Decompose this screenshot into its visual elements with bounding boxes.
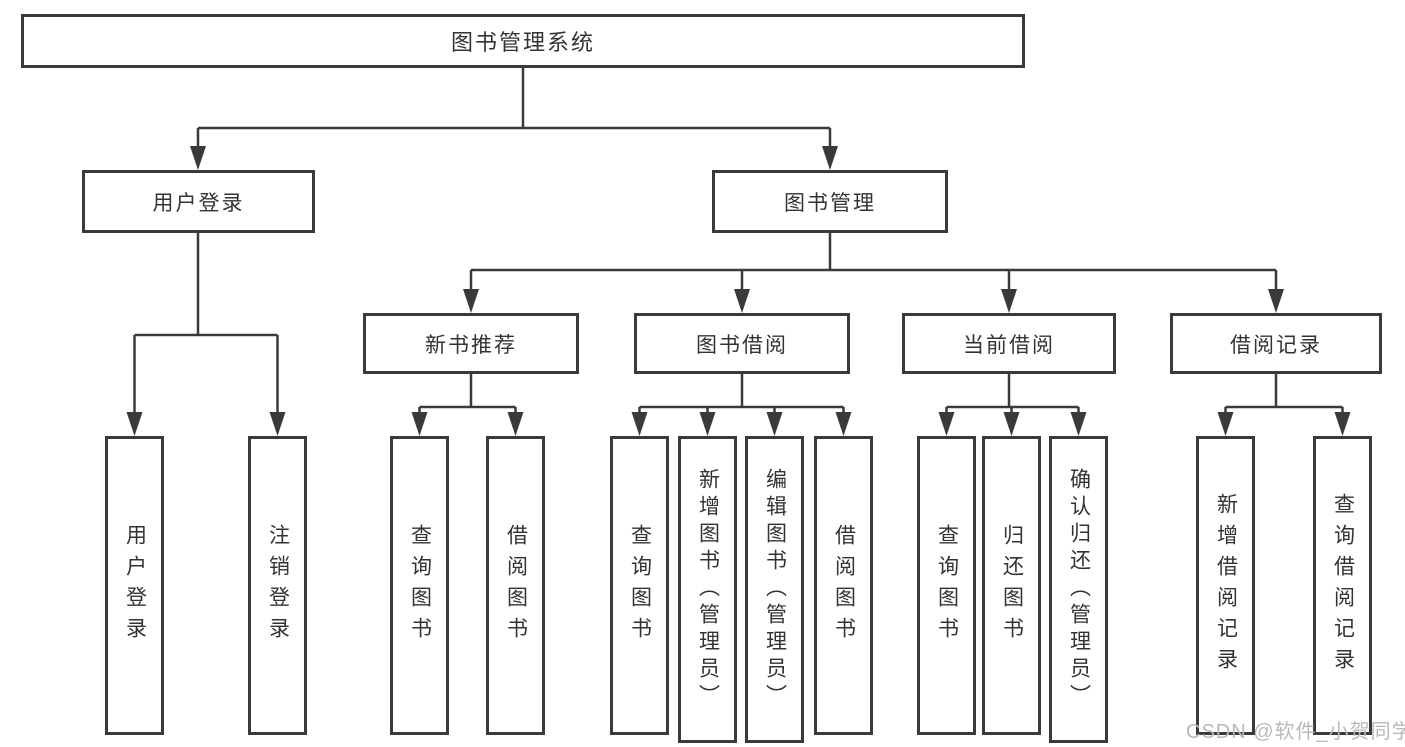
csdn-watermark: CSDN @软件_小贺同学 <box>1186 721 1405 743</box>
leaf-logout: 注销登录 <box>248 436 307 735</box>
node-book-borrowing: 图书借阅 <box>634 313 850 374</box>
leaf-add-books-admin: 新增图书（管理员） <box>678 436 737 743</box>
leaf-borrow-books-recommend: 借阅图书 <box>486 436 545 735</box>
leaf-confirm-return-admin: 确认归还（管理员） <box>1049 436 1108 743</box>
node-current-borrowing: 当前借阅 <box>902 313 1116 374</box>
node-user-login: 用户登录 <box>82 170 315 233</box>
node-library-management-system: 图书管理系统 <box>21 14 1025 68</box>
connector-paths <box>133 68 1344 416</box>
node-book-management: 图书管理 <box>712 170 948 233</box>
arrowheads <box>126 146 1351 436</box>
leaf-query-books-current: 查询图书 <box>917 436 976 735</box>
leaf-user-login: 用户登录 <box>105 436 164 735</box>
leaf-query-books-recommend: 查询图书 <box>390 436 449 735</box>
leaf-edit-books-admin: 编辑图书（管理员） <box>745 436 804 743</box>
node-new-book-recommendation: 新书推荐 <box>363 313 579 374</box>
leaf-query-borrow-record: 查询借阅记录 <box>1313 436 1372 735</box>
leaf-add-borrow-record: 新增借阅记录 <box>1196 436 1255 735</box>
node-borrowing-records: 借阅记录 <box>1170 313 1382 374</box>
leaf-return-books: 归还图书 <box>982 436 1041 735</box>
leaf-query-books-borrow: 查询图书 <box>610 436 669 735</box>
leaf-borrow-books: 借阅图书 <box>814 436 873 735</box>
